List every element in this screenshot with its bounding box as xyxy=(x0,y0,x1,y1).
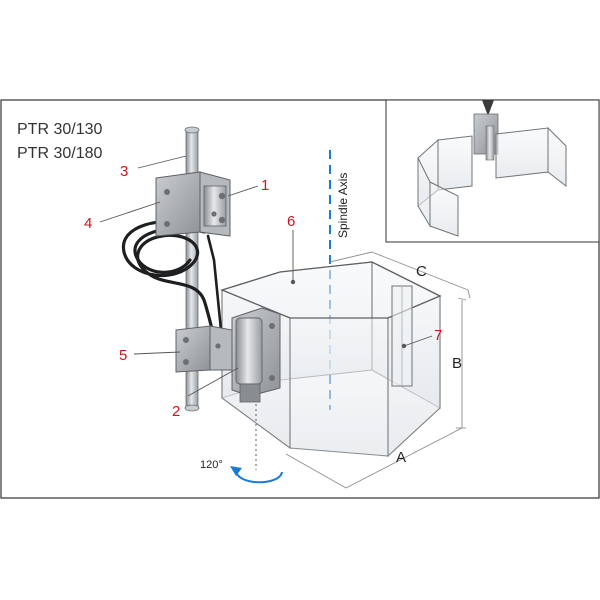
upper-bracket xyxy=(155,171,231,237)
lower-bracket xyxy=(175,325,233,373)
callout-6-dot xyxy=(290,279,296,285)
callout-3: 3 xyxy=(120,163,128,180)
model-label-1: PTR 30/130 xyxy=(17,121,102,138)
spindle-axis-label: Spindle Axis xyxy=(336,173,350,238)
callout-7-dot xyxy=(401,343,407,349)
callout-4: 4 xyxy=(84,215,92,232)
callout-5: 5 xyxy=(119,347,127,364)
model-label-2: PTR 30/180 xyxy=(17,145,102,162)
rotation-arrow xyxy=(235,469,283,484)
callout-6: 6 xyxy=(287,213,295,230)
hinge-unit xyxy=(231,307,281,403)
rotation-arrowhead xyxy=(230,466,242,476)
dimension-c-label: C xyxy=(416,263,427,280)
dimension-lines xyxy=(285,251,471,489)
diagram-frame xyxy=(0,99,600,499)
dimension-a-label: A xyxy=(396,449,406,466)
leader-lines xyxy=(99,155,433,397)
rotation-angle-label: 120° xyxy=(200,459,223,471)
callout-7: 7 xyxy=(434,327,442,344)
callout-1: 1 xyxy=(261,177,269,194)
callout-2: 2 xyxy=(172,403,180,420)
inset-view xyxy=(385,99,600,243)
dimension-b-label: B xyxy=(452,355,462,372)
